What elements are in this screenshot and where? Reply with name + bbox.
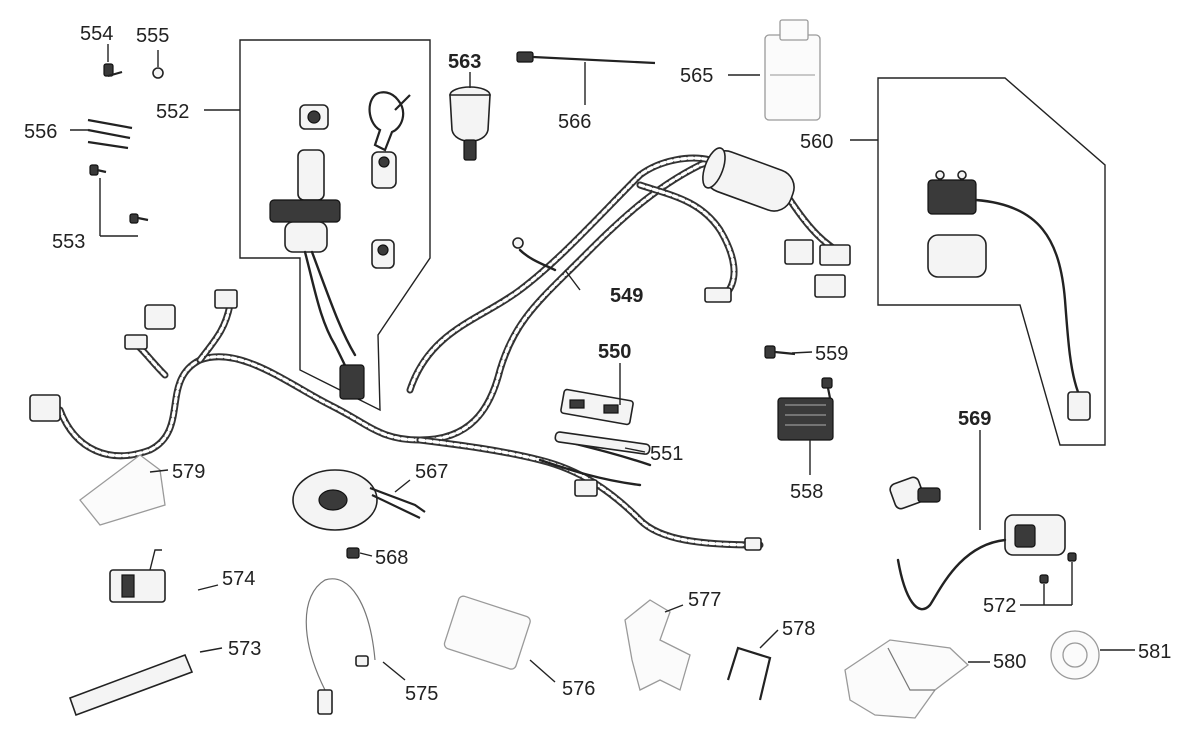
- callout-577: 577: [688, 589, 721, 611]
- callout-579: 579: [172, 461, 205, 483]
- callout-581: 581: [1138, 641, 1171, 663]
- lower-parts: [68, 454, 1100, 719]
- relay-kit-frame: [877, 77, 1106, 446]
- voltage-regulator: [764, 345, 834, 441]
- callout-569: 569: [958, 408, 991, 430]
- ignition-coil: [889, 476, 1077, 611]
- callout-574: 574: [222, 568, 255, 590]
- callout-556: 556: [24, 121, 57, 143]
- callout-550: 550: [598, 341, 631, 363]
- sender-unit: [449, 86, 491, 161]
- callout-580: 580: [993, 651, 1026, 673]
- starter-relay: [927, 170, 1091, 421]
- callout-567: 567: [415, 461, 448, 483]
- callout-563: 563: [448, 51, 481, 73]
- horn: [292, 469, 426, 559]
- callout-560: 560: [800, 131, 833, 153]
- cdi-module: [764, 19, 821, 121]
- callout-554: 554: [80, 23, 113, 45]
- callout-labels: 554 555 552 556 553 563 566 565 560 549 …: [24, 23, 1171, 705]
- callout-552: 552: [156, 101, 189, 123]
- callout-558: 558: [790, 481, 823, 503]
- callout-559: 559: [815, 343, 848, 365]
- callout-551: 551: [650, 443, 683, 465]
- fasteners: [87, 63, 164, 224]
- ignition-lock-set-frame: [239, 39, 431, 412]
- fuse-holder: [554, 388, 651, 455]
- callout-575: 575: [405, 683, 438, 705]
- callout-578: 578: [782, 618, 815, 640]
- callout-555: 555: [136, 25, 169, 47]
- callout-549: 549: [610, 285, 643, 307]
- callout-572: 572: [983, 595, 1016, 617]
- callout-553: 553: [52, 231, 85, 253]
- callout-576: 576: [562, 678, 595, 700]
- cable-tie: [516, 51, 656, 65]
- callout-568: 568: [375, 547, 408, 569]
- callout-566: 566: [558, 111, 591, 133]
- callout-573: 573: [228, 638, 261, 660]
- ignition-switch-assembly: [269, 91, 411, 400]
- leader-lines: [70, 44, 1135, 683]
- callout-565: 565: [680, 65, 713, 87]
- main-wiring-harness: [29, 147, 851, 551]
